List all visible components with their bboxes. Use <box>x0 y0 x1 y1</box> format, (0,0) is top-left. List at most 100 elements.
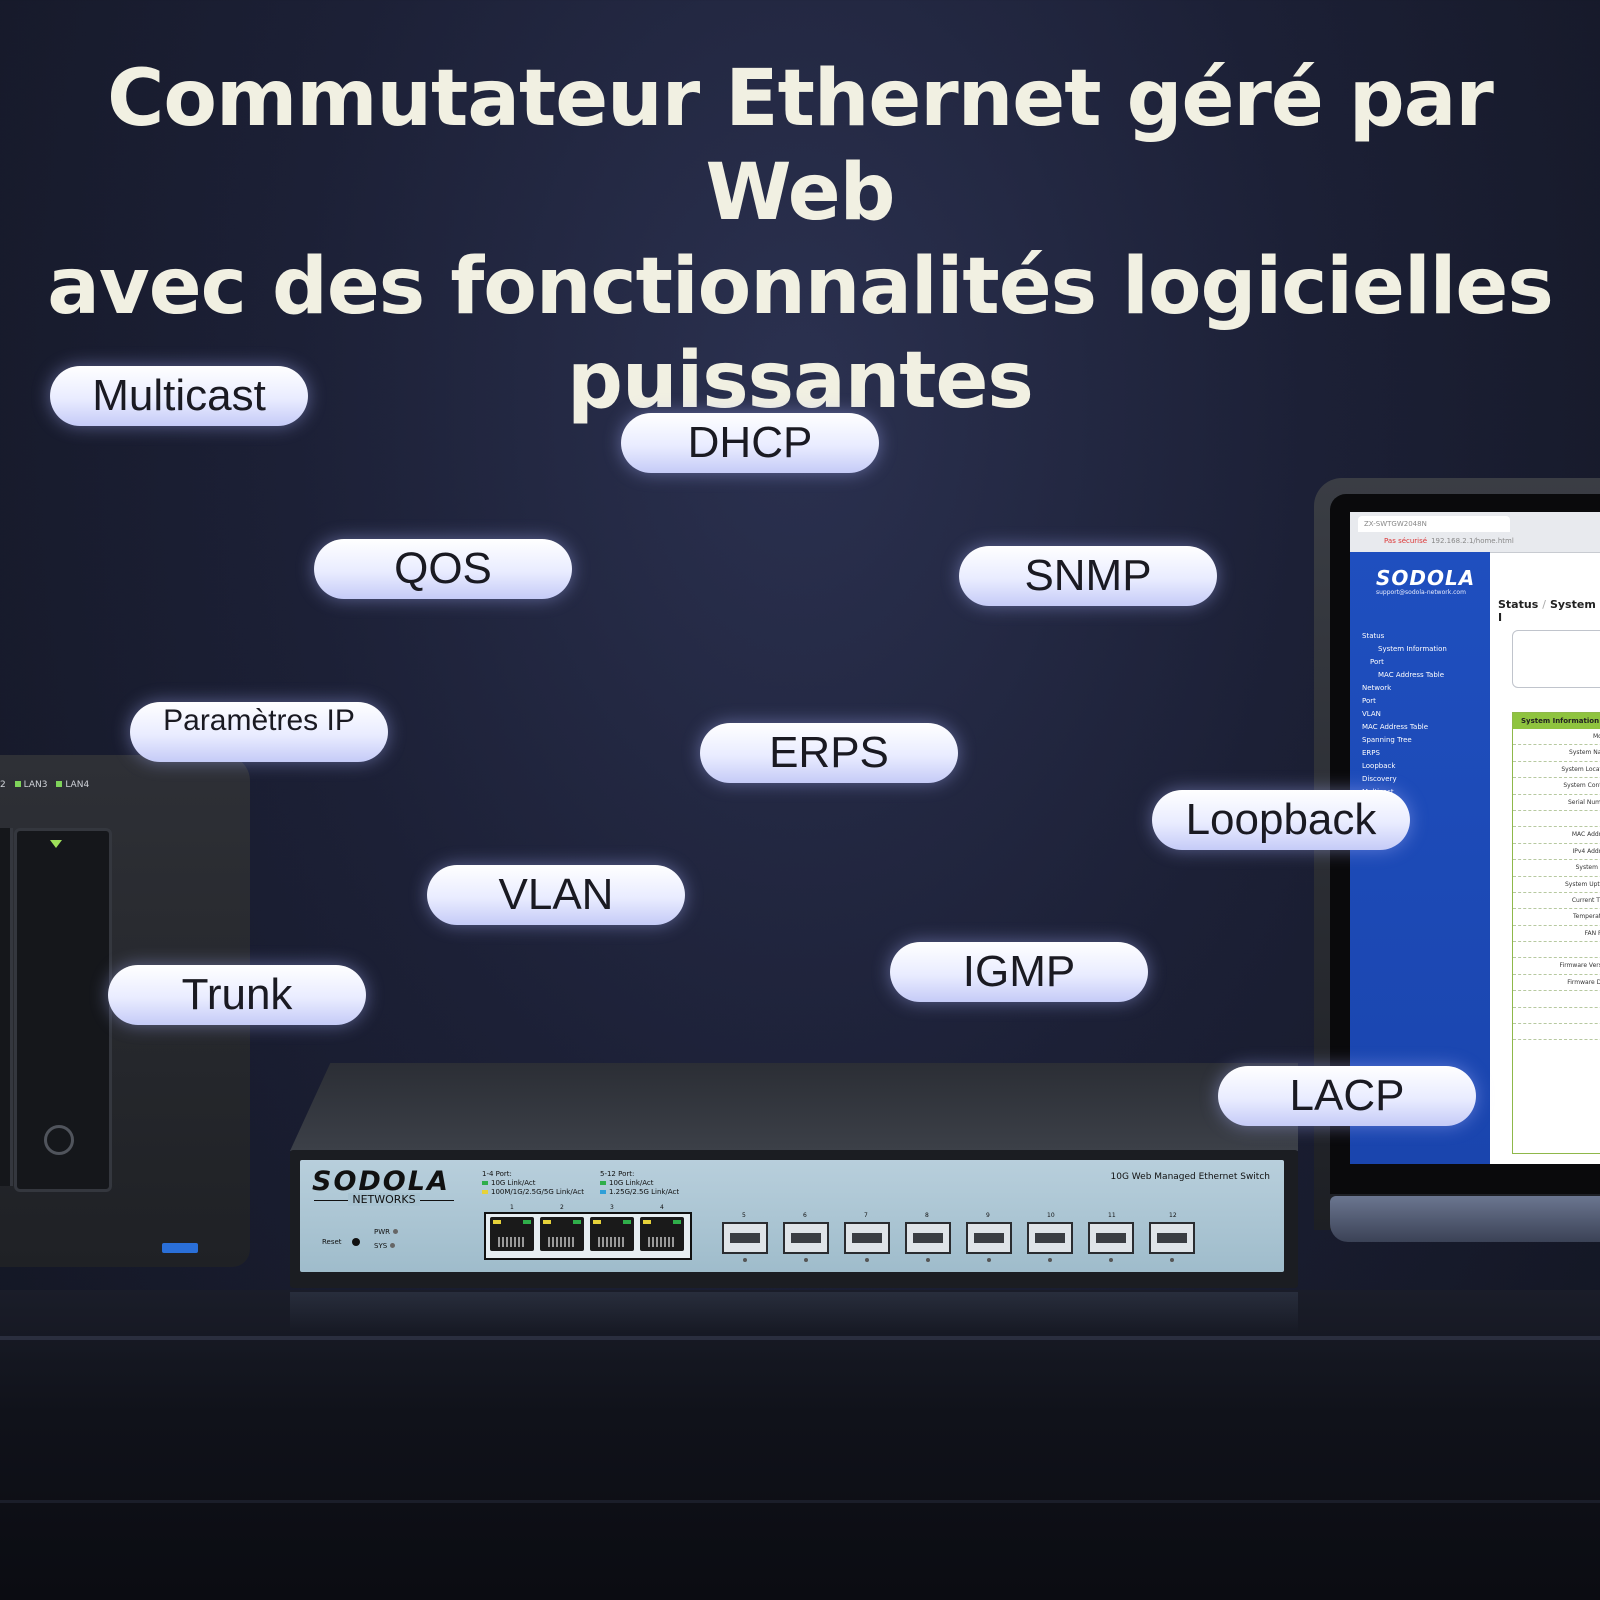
system-info-row: IPv4 Address <box>1513 844 1600 861</box>
nav-item: Spanning Tree <box>1362 736 1412 744</box>
nav-item: Discovery <box>1362 775 1397 783</box>
system-info-row: FAN RPM <box>1513 926 1600 943</box>
nas-lan-label: LAN4 <box>56 780 89 790</box>
rj-port-legend: 1-4 Port: 10G Link/Act 100M/1G/2.5G/5G L… <box>482 1170 584 1196</box>
sfp-port-number: 8 <box>925 1212 929 1219</box>
sfp-port-number: 5 <box>742 1212 746 1219</box>
headline: Commutateur Ethernet géré par Web avec d… <box>40 52 1560 428</box>
rj45-port-group <box>484 1212 692 1260</box>
sys-led-label: SYS <box>374 1242 396 1250</box>
sfp-led-icon <box>926 1258 930 1262</box>
sfp-led-icon <box>1048 1258 1052 1262</box>
nas-lan-label: LAN3 <box>14 780 47 790</box>
rj45-port-number: 3 <box>610 1204 614 1211</box>
nav-item: VLAN <box>1362 710 1381 718</box>
sfp-port-number: 12 <box>1169 1212 1177 1219</box>
sfp-port <box>1027 1222 1073 1254</box>
switch-reflection <box>290 1292 1298 1332</box>
sfp-port-number: 7 <box>864 1212 868 1219</box>
system-info-row <box>1513 811 1600 828</box>
sfp-port <box>1088 1222 1134 1254</box>
system-info-row: SN <box>1513 1024 1600 1041</box>
nav-item: MAC Address Table <box>1378 671 1445 679</box>
headline-line-2: avec des fonctionnalités logicielles <box>47 242 1554 332</box>
feature-pill-qos: QOS <box>314 539 572 599</box>
url-text: 192.168.2.1/home.html <box>1431 537 1514 545</box>
headline-line-3: puissantes <box>567 336 1034 426</box>
system-info-row: System Location <box>1513 762 1600 779</box>
feature-pill-multicast: Multicast <box>50 366 308 426</box>
system-info-row: Temperature <box>1513 909 1600 926</box>
sfp-port <box>905 1222 951 1254</box>
feature-pill-trunk: Trunk <box>108 965 366 1025</box>
feature-pill-lacp: LACP <box>1218 1066 1476 1126</box>
system-info-row: Model <box>1513 729 1600 746</box>
switch-top-cover <box>290 1063 1298 1151</box>
nas-power-button <box>44 1125 74 1155</box>
nav-item: Port <box>1362 697 1376 705</box>
nas-status-led-icon <box>50 840 62 848</box>
web-breadcrumb: Status/System I <box>1498 598 1596 624</box>
system-info-row: System Uptime <box>1513 877 1600 893</box>
rj45-port-number: 2 <box>560 1204 564 1211</box>
web-logo: SODOLA <box>1376 566 1476 590</box>
feature-pill-vlan: VLAN <box>427 865 685 925</box>
usb-port-icon <box>162 1243 198 1253</box>
system-info-row: System Contact <box>1513 778 1600 795</box>
feature-pill-loopback: Loopback <box>1152 790 1410 850</box>
feature-pill-igmp: IGMP <box>890 942 1148 1002</box>
sfp-port-number: 11 <box>1108 1212 1116 1219</box>
nav-item: ERPS <box>1362 749 1380 757</box>
nav-item: Loopback <box>1362 762 1396 770</box>
system-info-row <box>1513 942 1600 959</box>
support-email: support@sodola-network.com <box>1376 589 1466 596</box>
rj45-port <box>540 1217 584 1251</box>
system-info-row: System Name <box>1513 745 1600 762</box>
feature-pill-ip-settings: Paramètres IP <box>130 702 388 762</box>
sfp-led-icon <box>987 1258 991 1262</box>
sfp-led-icon <box>1109 1258 1113 1262</box>
nav-item: Port <box>1370 658 1384 666</box>
system-info-row: HT <box>1513 1008 1600 1025</box>
feature-pill-dhcp: DHCP <box>621 413 879 473</box>
feature-pill-erps: ERPS <box>700 723 958 783</box>
laptop-base <box>1330 1196 1600 1242</box>
rj45-port <box>590 1217 634 1251</box>
reset-label: Reset <box>322 1238 342 1246</box>
sfp-led-icon <box>804 1258 808 1262</box>
rj45-port-number: 4 <box>660 1204 664 1211</box>
sfp-port <box>1149 1222 1195 1254</box>
system-info-row: Firmware Version <box>1513 958 1600 975</box>
sfp-led-icon <box>1170 1258 1174 1262</box>
nav-item: Network <box>1362 684 1392 692</box>
shelf-edge-lower <box>0 1500 1600 1503</box>
feature-pill-snmp: SNMP <box>959 546 1217 606</box>
sfp-port-number: 10 <box>1047 1212 1055 1219</box>
nas-lan-labels: 2 LAN3 LAN4 <box>0 780 100 798</box>
sfp-port-number: 6 <box>803 1212 807 1219</box>
system-info-row: Current Time <box>1513 893 1600 910</box>
sfp-port <box>783 1222 829 1254</box>
system-info-row: Serial Number <box>1513 795 1600 811</box>
shelf <box>0 1290 1600 1600</box>
switch-brand: SODOLA <box>312 1166 450 1197</box>
sfp-port <box>844 1222 890 1254</box>
sfp-port-number: 9 <box>986 1212 990 1219</box>
browser-tab: ZX-SWTGW2048N <box>1358 516 1510 532</box>
switch-brand-sub: NETWORKS <box>314 1193 454 1214</box>
sfp-led-icon <box>865 1258 869 1262</box>
web-sidebar <box>1350 552 1490 1164</box>
system-info-row: Firmware Date <box>1513 975 1600 992</box>
reset-button <box>352 1238 360 1246</box>
nas-drive-bay <box>0 828 13 1186</box>
nas-lan-label: 2 <box>0 780 6 790</box>
system-info-row: System OID <box>1513 860 1600 877</box>
rj45-port <box>640 1217 684 1251</box>
headline-line-1: Commutateur Ethernet géré par Web <box>107 54 1494 238</box>
sfp-port <box>966 1222 1012 1254</box>
web-content-box <box>1512 630 1600 688</box>
sfp-port-legend: 5-12 Port: 10G Link/Act 1.25G/2.5G Link/… <box>600 1170 680 1196</box>
url-warning: Pas sécurisé <box>1384 537 1428 545</box>
nav-item: MAC Address Table <box>1362 723 1429 731</box>
